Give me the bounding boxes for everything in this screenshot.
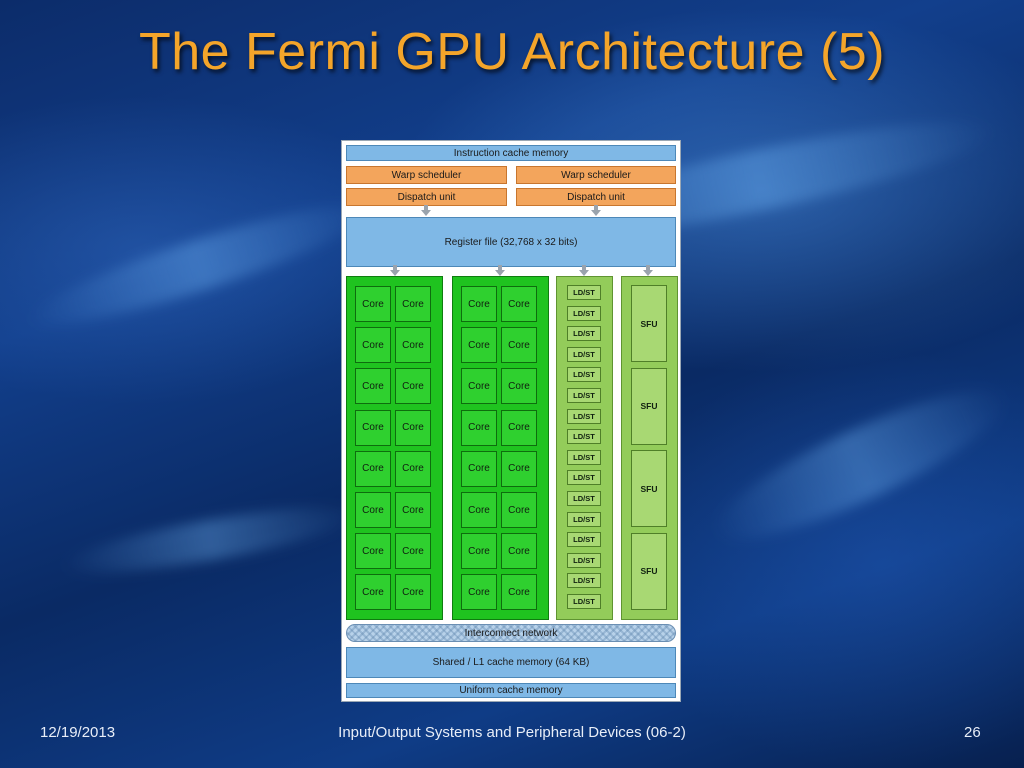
core-unit: Core bbox=[501, 492, 537, 528]
down-arrow-icon bbox=[579, 265, 589, 276]
ldst-unit: LD/ST bbox=[567, 573, 601, 589]
fermi-sm-diagram: Instruction cache memory Warp scheduler … bbox=[341, 140, 681, 702]
core-unit: Core bbox=[395, 574, 431, 611]
core-unit: Core bbox=[501, 327, 537, 364]
down-arrow-icon bbox=[421, 205, 431, 216]
core-unit: Core bbox=[395, 533, 431, 570]
background-streak bbox=[21, 185, 379, 345]
down-arrow-icon bbox=[390, 265, 400, 276]
core-unit: Core bbox=[355, 327, 391, 364]
core-unit: Core bbox=[461, 409, 497, 446]
warp-scheduler-left: Warp scheduler bbox=[346, 166, 507, 184]
sfu-unit: SFU bbox=[631, 532, 667, 610]
ldst-unit: LD/ST bbox=[567, 408, 601, 424]
ldst-unit: LD/ST bbox=[567, 305, 601, 321]
ldst-unit: LD/ST bbox=[567, 367, 601, 383]
core-unit: Core bbox=[461, 368, 497, 405]
core-unit: Core bbox=[395, 409, 431, 446]
dispatch-unit-right: Dispatch unit bbox=[516, 188, 676, 206]
core-unit: Core bbox=[395, 450, 431, 487]
ldst-unit: LD/ST bbox=[567, 449, 601, 465]
core-unit: Core bbox=[461, 286, 497, 322]
instruction-cache-block: Instruction cache memory bbox=[346, 145, 676, 161]
core-unit: Core bbox=[395, 286, 431, 322]
ldst-unit: LD/ST bbox=[567, 388, 601, 403]
ldst-unit: LD/ST bbox=[567, 470, 601, 486]
warp-scheduler-right: Warp scheduler bbox=[516, 166, 676, 184]
register-file-block: Register file (32,768 x 32 bits) bbox=[346, 217, 676, 267]
ldst-unit: LD/ST bbox=[567, 429, 601, 445]
ldst-unit: LD/ST bbox=[567, 552, 601, 568]
core-unit: Core bbox=[501, 574, 537, 611]
down-arrow-icon bbox=[591, 205, 601, 216]
shared-l1-cache-block: Shared / L1 cache memory (64 KB) bbox=[346, 647, 676, 678]
core-unit: Core bbox=[501, 450, 537, 487]
ldst-column: LD/ST LD/ST LD/ST LD/ST LD/ST LD/ST LD/ST LD/ST… bbox=[556, 276, 613, 620]
core-unit: Core bbox=[461, 492, 497, 528]
background-streak bbox=[58, 494, 362, 586]
core-unit: Core bbox=[355, 368, 391, 405]
core-unit: Core bbox=[355, 409, 391, 446]
core-unit: Core bbox=[355, 533, 391, 570]
uniform-cache-block: Uniform cache memory bbox=[346, 683, 676, 698]
core-unit: Core bbox=[395, 327, 431, 364]
sfu-column: SFU SFU SFU SFU bbox=[621, 276, 678, 620]
slide-title: The Fermi GPU Architecture (5) bbox=[138, 23, 886, 81]
background-streak bbox=[700, 365, 1020, 565]
core-unit: Core bbox=[461, 533, 497, 570]
ldst-unit: LD/ST bbox=[567, 532, 601, 548]
sfu-unit: SFU bbox=[631, 450, 667, 527]
core-unit: Core bbox=[355, 492, 391, 528]
down-arrow-icon bbox=[643, 265, 653, 276]
interconnect-network-block: Interconnect network bbox=[346, 624, 676, 642]
core-unit: Core bbox=[501, 368, 537, 405]
core-unit: Core bbox=[355, 286, 391, 322]
core-unit: Core bbox=[501, 533, 537, 570]
dispatch-unit-left: Dispatch unit bbox=[346, 188, 507, 206]
core-unit: Core bbox=[461, 327, 497, 364]
slide-number: 26 bbox=[964, 724, 981, 741]
core-unit: Core bbox=[501, 409, 537, 446]
core-unit: Core bbox=[395, 492, 431, 528]
sfu-unit: SFU bbox=[631, 285, 667, 362]
ldst-unit: LD/ST bbox=[567, 346, 601, 362]
ldst-unit: LD/ST bbox=[567, 285, 601, 300]
ldst-unit: LD/ST bbox=[567, 511, 601, 527]
ldst-unit: LD/ST bbox=[567, 326, 601, 342]
sfu-unit: SFU bbox=[631, 367, 667, 445]
core-unit: Core bbox=[461, 574, 497, 611]
footer-title: Input/Output Systems and Peripheral Devi… bbox=[338, 724, 686, 741]
ldst-unit: LD/ST bbox=[567, 491, 601, 506]
core-unit: Core bbox=[395, 368, 431, 405]
down-arrow-icon bbox=[495, 265, 505, 276]
core-unit: Core bbox=[355, 574, 391, 611]
core-unit: Core bbox=[501, 286, 537, 322]
footer-date: 12/19/2013 bbox=[40, 724, 116, 741]
core-unit: Core bbox=[461, 450, 497, 487]
ldst-unit: LD/ST bbox=[567, 594, 601, 609]
core-unit: Core bbox=[355, 450, 391, 487]
